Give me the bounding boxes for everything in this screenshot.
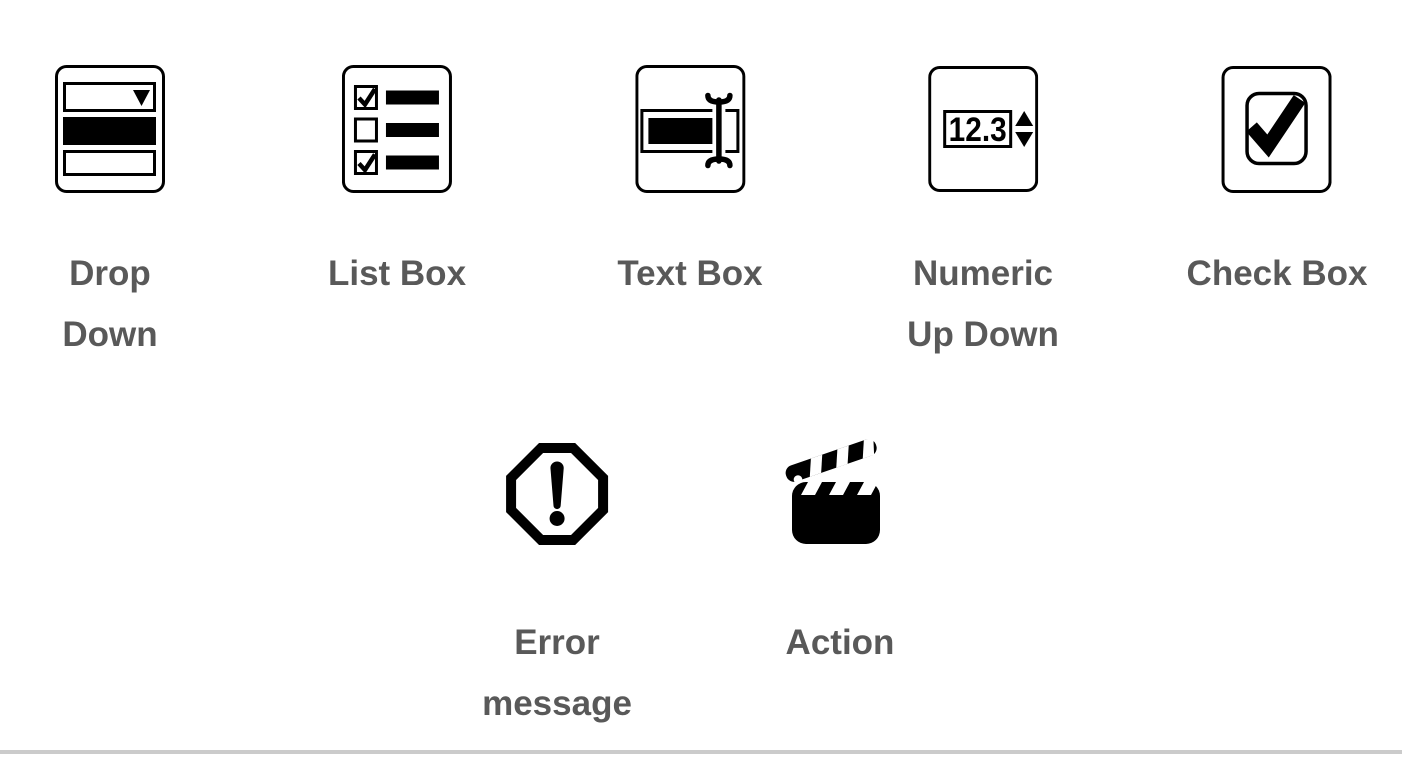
clapperboard-icon-svg	[785, 438, 880, 544]
item-label: Error message	[482, 612, 632, 734]
text-box-icon	[625, 65, 755, 193]
list-item-bar	[385, 123, 439, 137]
item-error-message: Error message	[482, 438, 632, 734]
item-label-line: Error	[514, 623, 600, 662]
exclamation-dot	[549, 511, 565, 526]
item-check-box: Check Box	[1187, 65, 1368, 304]
clapper-hinge	[793, 475, 803, 484]
numeric-up-down-icon: 12.3	[918, 65, 1048, 193]
item-label-line: Numeric	[912, 254, 1054, 293]
item-drop-down: Drop Down	[45, 65, 175, 365]
item-list-box: List Box	[328, 65, 466, 304]
bottom-divider	[0, 750, 1402, 754]
checkbox-unchecked	[353, 117, 378, 143]
item-label-line: Text Box	[617, 254, 763, 293]
item-numeric-up-down: 12.3 Numeric Up Down	[907, 65, 1059, 365]
numeric-value-box	[942, 110, 1012, 148]
item-label-line: Up Down	[907, 315, 1059, 354]
list-box-icon	[332, 65, 462, 193]
item-label: Text Box	[617, 243, 762, 304]
drop-down-icon	[45, 65, 175, 193]
item-label-line: Down	[62, 315, 158, 354]
item-label: Drop Down	[62, 243, 157, 365]
numeric-value: 12.3	[948, 111, 1006, 149]
text-cursor-icon	[704, 92, 733, 169]
list-item-bar	[385, 155, 439, 170]
clapper-arm	[785, 438, 877, 482]
item-action: Action	[775, 438, 905, 673]
list-box-icon-svg	[341, 65, 452, 193]
item-label: Check Box	[1187, 243, 1368, 304]
clapperboard-icon	[775, 438, 905, 550]
item-text-box: Text Box	[617, 65, 763, 304]
item-label-line: Action	[785, 623, 895, 662]
drop-down-icon-svg	[55, 65, 165, 193]
dropdown-caret-icon	[133, 90, 150, 106]
text-field-content-bar	[648, 118, 716, 144]
item-label-line: message	[482, 684, 632, 723]
text-box-icon-svg	[635, 65, 745, 193]
item-label-line: Drop	[69, 254, 151, 293]
clapper-body	[792, 482, 880, 544]
checkmark-icon	[1246, 94, 1306, 158]
check-box-icon	[1212, 65, 1342, 193]
item-label-line: List Box	[327, 254, 467, 293]
error-octagon-icon-svg	[505, 443, 608, 545]
checkmark-icon	[357, 153, 377, 174]
error-octagon-icon	[492, 438, 622, 550]
exclamation-mark	[550, 461, 564, 510]
up-arrow-icon	[1014, 111, 1033, 126]
clapper-body-stripes	[801, 482, 878, 495]
down-arrow-icon	[1014, 132, 1033, 147]
list-item-bar	[385, 90, 439, 105]
item-label: Numeric Up Down	[907, 243, 1059, 365]
item-label: Action	[786, 612, 895, 673]
numeric-up-down-icon-svg: 12.3	[927, 66, 1038, 192]
dropdown-highlighted-option	[63, 117, 156, 145]
item-label: List Box	[328, 243, 466, 304]
item-label-line: Check Box	[1186, 254, 1368, 293]
dropdown-option-row	[63, 150, 156, 176]
check-box-icon-svg	[1222, 65, 1332, 193]
checkmark-icon	[357, 87, 377, 109]
